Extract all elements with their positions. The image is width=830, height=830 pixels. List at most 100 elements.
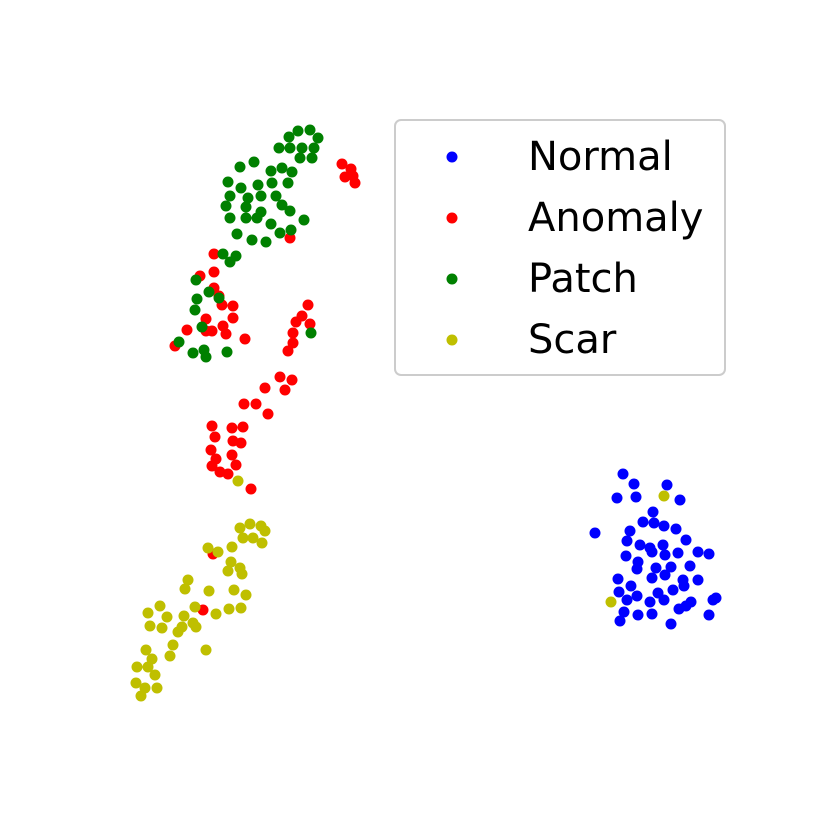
point-patch-27 [276,199,288,211]
point-normal-14 [634,539,646,551]
point-anomaly-31 [279,384,291,396]
point-anomaly-29 [274,371,286,383]
point-normal-28 [684,560,696,572]
point-anomaly-21 [239,333,251,345]
point-patch-31 [240,212,252,224]
point-anomaly-28 [282,345,294,357]
point-scar-41 [131,661,143,673]
point-anomaly-41 [235,437,247,449]
point-scar-13 [225,556,237,568]
point-scar-26 [154,600,166,612]
point-patch-34 [274,227,286,239]
point-patch-51 [200,351,212,363]
point-scar-37 [167,639,179,651]
point-normal-41 [644,596,656,608]
series-normal [589,468,722,630]
point-anomaly-0 [336,158,348,170]
point-scar-33 [156,622,168,634]
point-patch-44 [191,293,203,305]
point-scar-42 [142,661,154,673]
point-scar-23 [210,608,222,620]
legend-marker-normal [446,151,458,163]
point-scar-34 [172,626,184,638]
point-patch-32 [251,212,263,224]
point-patch-17 [252,179,264,191]
point-patch-46 [189,304,201,316]
point-patch-42 [190,274,202,286]
point-anomaly-25 [304,318,316,330]
point-patch-15 [222,176,234,188]
point-patch-8 [234,161,246,173]
legend-entry-anomaly: Anomaly [446,195,703,241]
point-normal-1 [628,478,640,490]
point-scar-12 [212,546,224,558]
point-scar-27 [142,607,154,619]
legend-entry-patch: Patch [446,256,638,302]
point-scar-40 [164,650,176,662]
point-patch-12 [294,152,306,164]
point-normal-53 [665,618,677,630]
point-anomaly-3 [339,171,351,183]
point-patch-10 [265,165,277,177]
point-scar-7 [237,532,249,544]
point-scar-10 [226,541,238,553]
point-patch-25 [240,201,252,213]
point-normal-10 [648,517,660,529]
point-patch-30 [224,212,236,224]
point-scar-38 [200,644,212,656]
point-patch-5 [284,142,296,154]
points-layer [130,124,722,702]
point-normal-8 [624,525,636,537]
point-normal-29 [612,573,624,585]
point-anomaly-32 [259,382,271,394]
point-patch-6 [296,142,308,154]
point-anomaly-17 [181,324,193,336]
point-normal-34 [692,574,704,586]
point-patch-52 [221,346,233,358]
point-scar-36 [140,644,152,656]
point-normal-0 [617,468,629,480]
point-patch-19 [282,177,294,189]
point-normal-26 [650,562,662,574]
point-normal-21 [659,549,671,561]
point-normal-17 [680,534,692,546]
point-anomaly-4 [349,177,361,189]
point-scar-17 [182,574,194,586]
point-anomaly-8 [208,266,220,278]
point-patch-29 [298,214,310,226]
point-patch-47 [196,321,208,333]
point-patch-0 [292,125,304,137]
legend-label-patch: Patch [528,256,638,302]
point-anomaly-37 [226,422,238,434]
point-scar-9 [256,537,268,549]
point-normal-37 [667,584,679,596]
point-normal-40 [621,594,633,606]
point-normal-9 [637,516,649,528]
point-anomaly-39 [209,431,221,443]
point-scar-24 [223,603,235,615]
point-scar-1 [605,596,617,608]
point-anomaly-19 [206,325,218,337]
point-scar-11 [202,542,214,554]
point-scar-32 [190,621,202,633]
point-normal-18 [620,550,632,562]
point-patch-21 [242,192,254,204]
point-anomaly-26 [287,327,299,339]
point-normal-22 [672,547,684,559]
point-normal-30 [625,580,637,592]
point-patch-37 [246,234,258,246]
point-scar-4 [244,518,256,530]
point-anomaly-24 [290,316,302,328]
point-scar-25 [235,602,247,614]
legend-marker-anomaly [446,212,458,224]
point-patch-13 [306,152,318,164]
point-patch-1 [304,124,316,136]
point-scar-8 [247,532,259,544]
point-normal-24 [703,548,715,560]
point-anomaly-33 [238,398,250,410]
point-anomaly-42 [205,444,217,456]
point-anomaly-45 [230,459,242,471]
point-normal-11 [658,520,670,532]
point-patch-38 [260,236,272,248]
series-anomaly [169,158,361,616]
